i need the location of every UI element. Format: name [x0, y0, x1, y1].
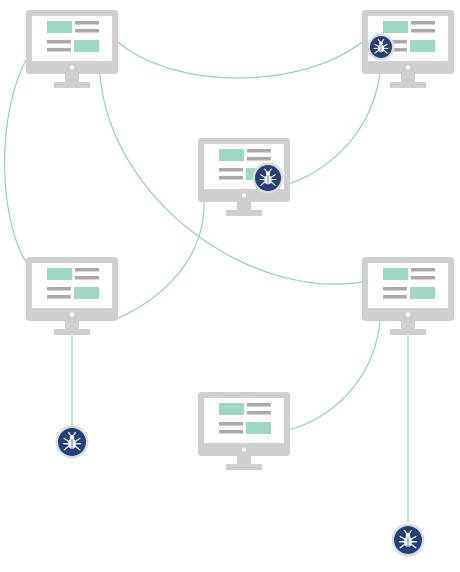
bug-icon [62, 431, 82, 451]
pc-mid-left[interactable] [26, 257, 118, 335]
content-line [47, 48, 71, 52]
content-line [75, 21, 99, 25]
monitor-base [390, 82, 426, 88]
connection-pc-top-right-to-pc-center [284, 73, 381, 186]
screen-content [219, 403, 271, 434]
bug-icon [373, 38, 389, 54]
content-block-top [383, 268, 408, 280]
pc-center[interactable] [198, 138, 290, 216]
screen-content [47, 21, 99, 52]
content-block-bottom [74, 40, 99, 52]
content-line [47, 295, 71, 299]
bug-node-left [55, 425, 89, 459]
power-dot [242, 447, 246, 452]
content-line [383, 287, 407, 291]
content-line [247, 149, 271, 153]
monitor-base [54, 329, 90, 335]
bug-node-right [391, 523, 425, 557]
power-dot [406, 65, 410, 70]
content-line [383, 48, 407, 52]
content-block-top [47, 21, 72, 33]
content-block-top [219, 403, 244, 415]
monitor-neck [237, 202, 251, 211]
monitor-neck [65, 74, 79, 83]
content-line [411, 29, 435, 33]
monitor-base [226, 464, 262, 470]
screen-content [383, 268, 435, 299]
content-line [411, 268, 435, 272]
content-line [219, 176, 243, 180]
bug-icon [398, 529, 418, 549]
content-line [75, 29, 99, 33]
content-block-top [219, 149, 244, 161]
power-dot [70, 312, 74, 317]
content-block-top [383, 21, 408, 33]
pc-mid-right[interactable] [362, 257, 454, 335]
connection-pc-top-left-to-pc-mid-left [3, 59, 27, 263]
pc-bottom-center[interactable] [198, 392, 290, 470]
content-block-bottom [410, 40, 435, 52]
content-line [247, 403, 271, 407]
content-line [219, 168, 243, 172]
monitor-base [226, 210, 262, 216]
content-line [47, 40, 71, 44]
content-block-bottom [410, 287, 435, 299]
monitor-neck [401, 74, 415, 83]
content-line [219, 430, 243, 434]
power-dot [70, 65, 74, 70]
power-dot [406, 312, 410, 317]
pc-top-right[interactable] [362, 10, 454, 88]
screen-content [47, 268, 99, 299]
screen-content [383, 21, 435, 52]
content-line [75, 268, 99, 272]
monitor-base [54, 82, 90, 88]
bug-icon [259, 168, 277, 186]
connection-pc-mid-right-to-pc-bottom-center [287, 319, 381, 431]
content-block-top [47, 268, 72, 280]
nodes-layer [26, 10, 454, 557]
infection-badge [252, 162, 284, 194]
content-line [247, 411, 271, 415]
content-line [247, 157, 271, 161]
content-line [75, 276, 99, 280]
content-line [411, 276, 435, 280]
monitor-base [390, 329, 426, 335]
connections-layer [3, 41, 409, 522]
content-line [47, 287, 71, 291]
connection-pc-top-left-to-pc-mid-right [99, 73, 363, 285]
pc-top-left[interactable] [26, 10, 118, 88]
content-line [383, 40, 407, 44]
connection-pc-center-to-pc-mid-left [117, 201, 205, 319]
content-line [411, 21, 435, 25]
monitor-neck [401, 321, 415, 330]
monitor-neck [65, 321, 79, 330]
content-block-bottom [246, 422, 271, 434]
content-block-bottom [74, 287, 99, 299]
content-line [219, 422, 243, 426]
power-dot [242, 193, 246, 198]
monitor-neck [237, 456, 251, 465]
infection-badge [367, 33, 395, 61]
connection-pc-top-left-to-pc-top-right [117, 41, 363, 79]
content-line [383, 295, 407, 299]
